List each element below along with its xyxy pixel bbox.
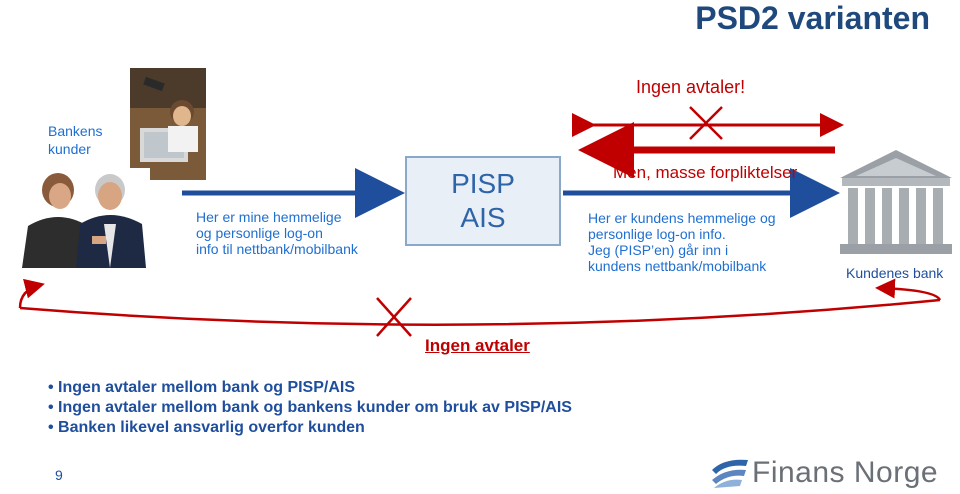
page-number: 9 — [55, 467, 63, 483]
obligations-label: Men, masse forpliktelser — [613, 163, 798, 182]
student-laptop-photo — [130, 68, 206, 180]
bullet-item: Banken likevel ansvarlig overfor kunden — [48, 418, 572, 438]
no-agreements-bottom: Ingen avtaler — [425, 336, 530, 355]
bank-label: Kundenes bank — [846, 265, 944, 281]
bottom-curved-arrow — [19, 298, 941, 326]
bullet-item: Ingen avtaler mellom bank og PISP/AIS — [48, 378, 572, 398]
bullet-item: Ingen avtaler mellom bank og bankens kun… — [48, 398, 572, 418]
pisp-ais-box: PISP AIS — [405, 156, 561, 246]
finans-norge-logo-icon — [712, 459, 748, 488]
customer-statement: Her er mine hemmelige og personlige log-… — [196, 209, 358, 257]
pisp-statement: Her er kundens hemmelige og personlige l… — [588, 210, 776, 274]
bank-building-icon — [840, 150, 952, 254]
bullet-list: Ingen avtaler mellom bank og PISP/AIS In… — [48, 378, 572, 438]
no-agreements-top: Ingen avtaler! — [636, 77, 746, 97]
page-title: PSD2 varianten — [695, 0, 930, 36]
customers-label: Bankens kunder — [48, 123, 103, 157]
bank-customers-photo — [18, 168, 150, 268]
finans-norge-logo: Finans Norge — [752, 456, 939, 489]
